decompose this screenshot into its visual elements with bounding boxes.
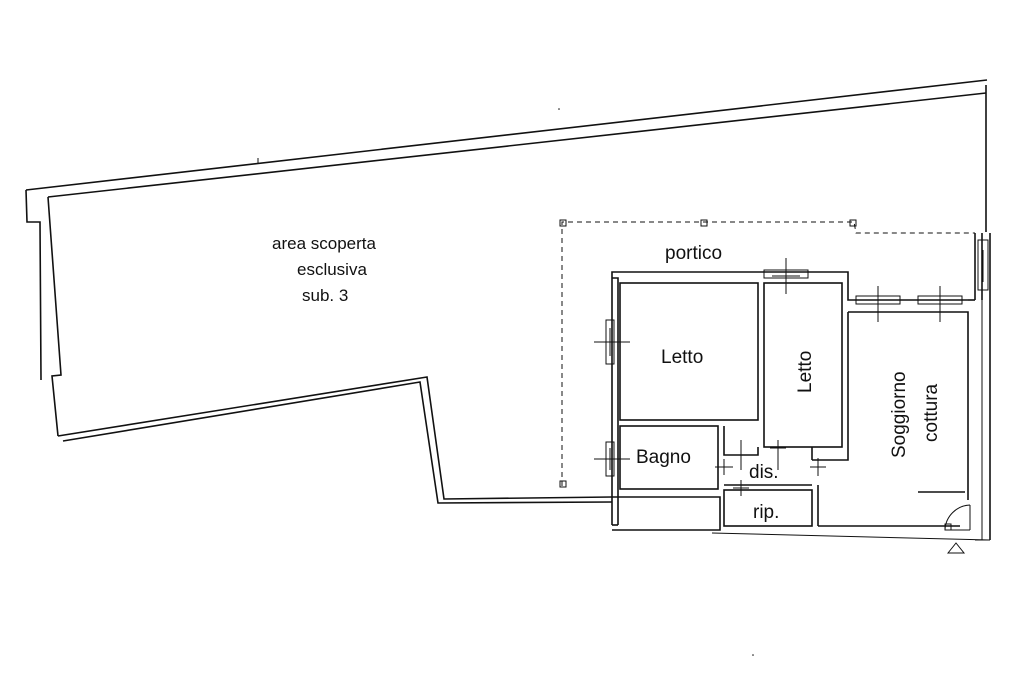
windows bbox=[594, 239, 989, 477]
apartment-walls bbox=[611, 271, 991, 541]
room-label-rip: rip. bbox=[753, 502, 779, 523]
room-label-dis: dis. bbox=[749, 462, 779, 483]
room-label-bagno: Bagno bbox=[636, 447, 691, 468]
outdoor-area-label: area scoperta esclusiva sub. 3 bbox=[272, 234, 376, 305]
east-wall bbox=[968, 85, 991, 541]
entrance-door bbox=[944, 504, 971, 554]
room-label-letto-1: Letto bbox=[661, 347, 703, 368]
room-label-letto-2: Letto bbox=[795, 351, 816, 393]
outdoor-area-label-line2: esclusiva bbox=[297, 260, 367, 279]
room-label-cottura: cottura bbox=[921, 383, 942, 442]
portico-outline bbox=[559, 219, 975, 488]
outdoor-area-label-line1: area scoperta bbox=[272, 234, 376, 253]
outdoor-area-boundary bbox=[25, 79, 988, 504]
room-label-soggiorno: Soggiorno bbox=[889, 371, 910, 458]
door-marks bbox=[715, 440, 826, 496]
room-label-portico: portico bbox=[665, 243, 722, 264]
outdoor-area-label-line3: sub. 3 bbox=[302, 286, 348, 305]
